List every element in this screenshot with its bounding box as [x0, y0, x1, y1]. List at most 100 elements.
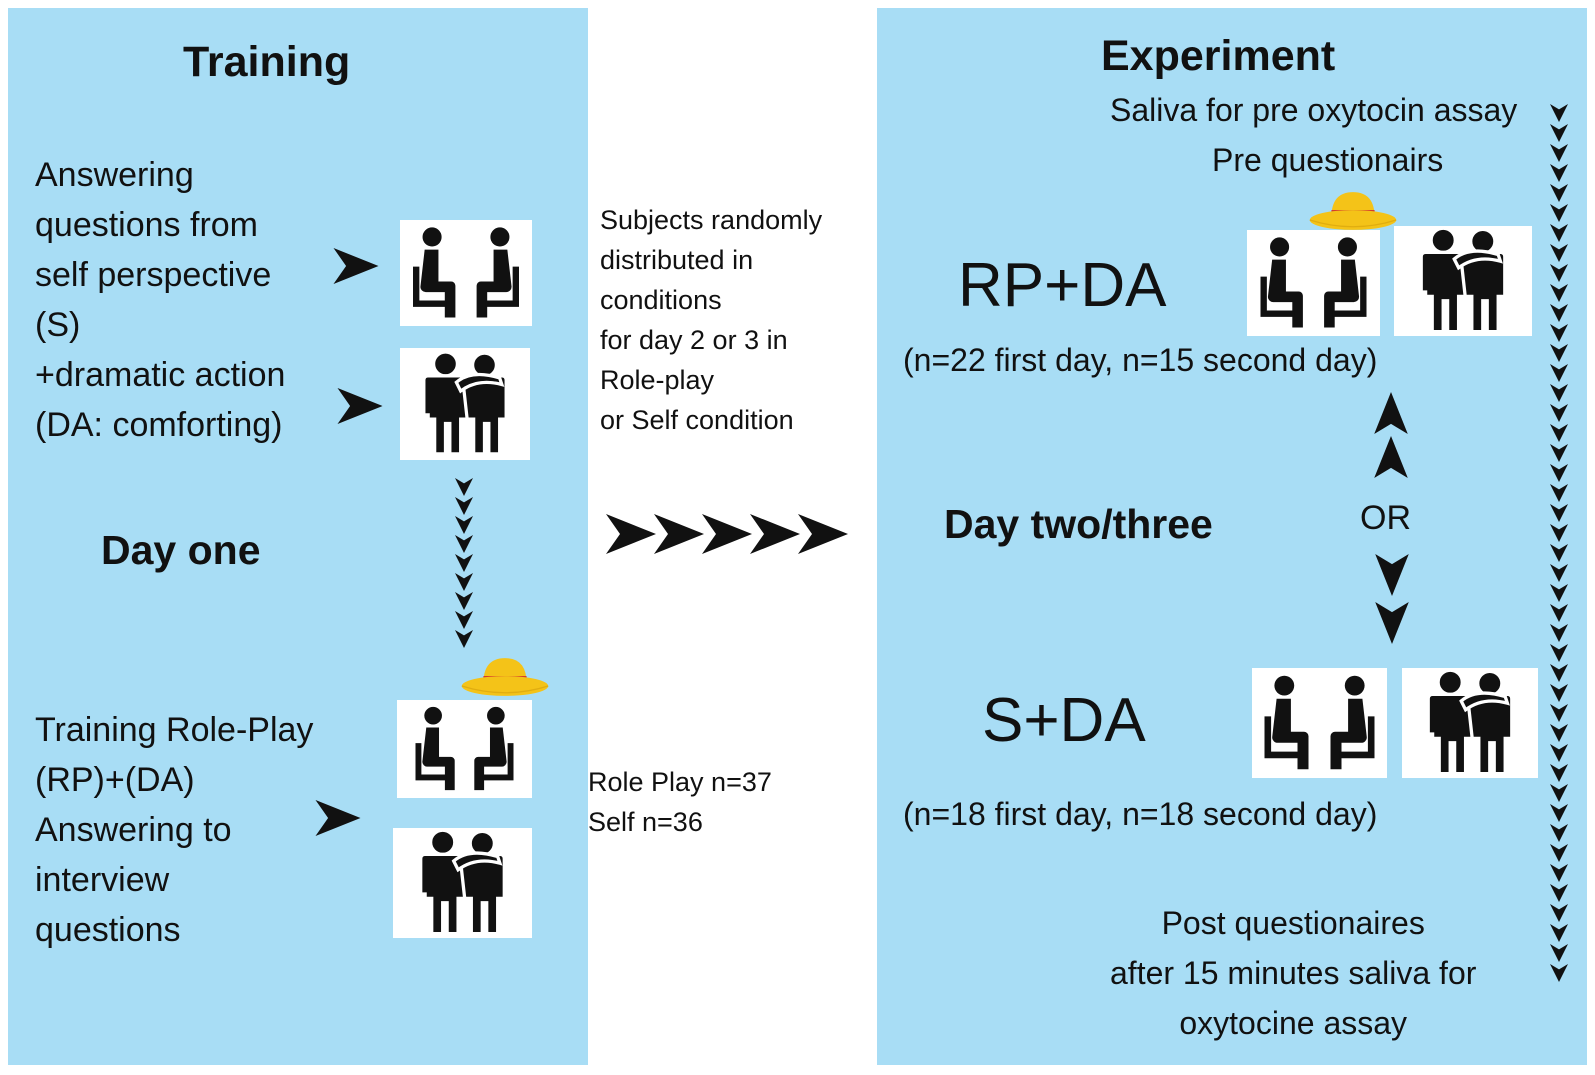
arrowhead-icon	[1548, 584, 1570, 602]
post-line: after 15 minutes saliva for	[1110, 955, 1477, 991]
post-measurement-note: Post questionaires after 15 minutes sali…	[1110, 898, 1476, 1048]
arrowhead-icon	[1548, 124, 1570, 142]
down-arrow-chain	[453, 478, 477, 646]
self-line: +dramatic action	[35, 356, 286, 394]
note-line: Role-play	[600, 365, 715, 395]
count-line: Role Play n=37	[588, 767, 772, 797]
post-line: Post questionaires	[1161, 905, 1425, 941]
arrowhead-icon	[1548, 164, 1570, 182]
arrowhead-icon	[1548, 664, 1570, 682]
pre-saliva-label: Saliva for pre oxytocin assay	[1110, 92, 1518, 128]
arrowhead-icon	[654, 514, 704, 554]
arrowhead-icon	[1371, 602, 1413, 644]
role-play-hat-icon	[460, 654, 550, 700]
arrowhead-icon	[1548, 804, 1570, 822]
arrowhead-icon	[1548, 844, 1570, 862]
arrowhead-icon	[453, 535, 475, 553]
arrowhead-icon	[1548, 384, 1570, 402]
two-people-embracing-icon	[1402, 668, 1538, 778]
day-two-three-label: Day two/three	[944, 501, 1213, 547]
arrowhead-icon	[1548, 564, 1570, 582]
arrowhead-icon	[1548, 464, 1570, 482]
arrowhead-icon	[1548, 424, 1570, 442]
arrowhead-icon	[1370, 436, 1412, 478]
sample-counts: Role Play n=37 Self n=36	[588, 762, 772, 842]
arrowhead-icon	[453, 630, 475, 648]
arrowhead-icon	[1548, 344, 1570, 362]
training-heading: Training	[183, 38, 351, 86]
s-da-sample-sizes: (n=18 first day, n=18 second day)	[903, 796, 1378, 832]
two-people-seated-talking-icon	[1252, 668, 1387, 778]
rp-line: questions	[35, 911, 181, 949]
experiment-panel	[877, 8, 1587, 1065]
two-people-seated-talking-icon	[1247, 230, 1380, 336]
self-line: self perspective	[35, 256, 272, 294]
arrowhead-icon	[1548, 444, 1570, 462]
arrowhead-icon	[798, 514, 848, 554]
role-play-training-description: Training Role-Play (RP)+(DA) Answering t…	[35, 705, 313, 955]
self-line: (S)	[35, 306, 81, 344]
arrowhead-icon	[1548, 764, 1570, 782]
arrowhead-icon	[1548, 604, 1570, 622]
two-people-embracing-icon	[1394, 226, 1532, 336]
note-line: distributed in	[600, 245, 754, 275]
arrowhead-icon	[1548, 724, 1570, 742]
self-condition-description: Answering questions from self perspectiv…	[35, 150, 285, 450]
pre-questionnaire-label: Pre questionairs	[1212, 142, 1444, 178]
arrowhead-icon	[453, 592, 475, 610]
arrowhead-icon	[337, 388, 383, 424]
arrowhead-icon	[1548, 944, 1570, 962]
rp-line: (RP)+(DA)	[35, 761, 195, 799]
day-one-label: Day one	[101, 527, 261, 573]
two-people-seated-talking-icon	[397, 700, 532, 798]
arrowhead-icon	[750, 514, 800, 554]
self-line: (DA: comforting)	[35, 406, 283, 444]
arrowhead-icon	[1548, 224, 1570, 242]
post-line: oxytocine assay	[1179, 1005, 1408, 1041]
note-line: for day 2 or 3 in	[600, 325, 788, 355]
or-label: OR	[1360, 499, 1411, 537]
arrowhead-icon	[1548, 324, 1570, 342]
arrowhead-icon	[1548, 244, 1570, 262]
timeline-arrow-chain	[1548, 104, 1572, 1004]
arrowhead-icon	[453, 554, 475, 572]
arrowhead-icon	[1548, 884, 1570, 902]
self-line: Answering	[35, 156, 194, 194]
arrowhead-icon	[1548, 644, 1570, 662]
two-people-embracing-icon	[393, 828, 532, 938]
arrowhead-icon	[1548, 204, 1570, 222]
rp-da-condition-label: RP+DA	[958, 251, 1167, 320]
note-line: or Self condition	[600, 405, 794, 435]
arrowhead-icon	[333, 248, 379, 284]
self-line: questions from	[35, 206, 258, 244]
rp-line: interview	[35, 861, 170, 899]
s-da-condition-label: S+DA	[982, 686, 1146, 755]
arrowhead-icon	[1548, 624, 1570, 642]
arrowhead-icon	[315, 800, 361, 836]
arrowhead-icon	[1548, 504, 1570, 522]
arrowhead-icon	[606, 514, 656, 554]
arrowhead-icon	[1548, 264, 1570, 282]
two-people-embracing-icon	[400, 348, 530, 460]
role-play-hat-icon	[1308, 188, 1398, 234]
arrowhead-icon	[1548, 864, 1570, 882]
arrowhead-icon	[1548, 824, 1570, 842]
arrowhead-icon	[1548, 104, 1570, 122]
arrowhead-icon	[1548, 684, 1570, 702]
arrowhead-icon	[453, 611, 475, 629]
arrowhead-icon	[1548, 364, 1570, 382]
arrowhead-icon	[1548, 304, 1570, 322]
arrowhead-icon	[453, 478, 475, 496]
count-line: Self n=36	[588, 807, 703, 837]
arrowhead-icon	[1370, 392, 1412, 434]
two-people-seated-talking-icon	[400, 220, 532, 326]
arrowhead-icon	[1548, 904, 1570, 922]
rp-line: Answering to	[35, 811, 232, 849]
arrowhead-icon	[1548, 704, 1570, 722]
rp-line: Training Role-Play	[35, 711, 314, 749]
arrowhead-icon	[1548, 964, 1570, 982]
arrowhead-icon	[702, 514, 752, 554]
arrowhead-icon	[1548, 784, 1570, 802]
arrowhead-icon	[1548, 484, 1570, 502]
arrowhead-icon	[453, 516, 475, 534]
